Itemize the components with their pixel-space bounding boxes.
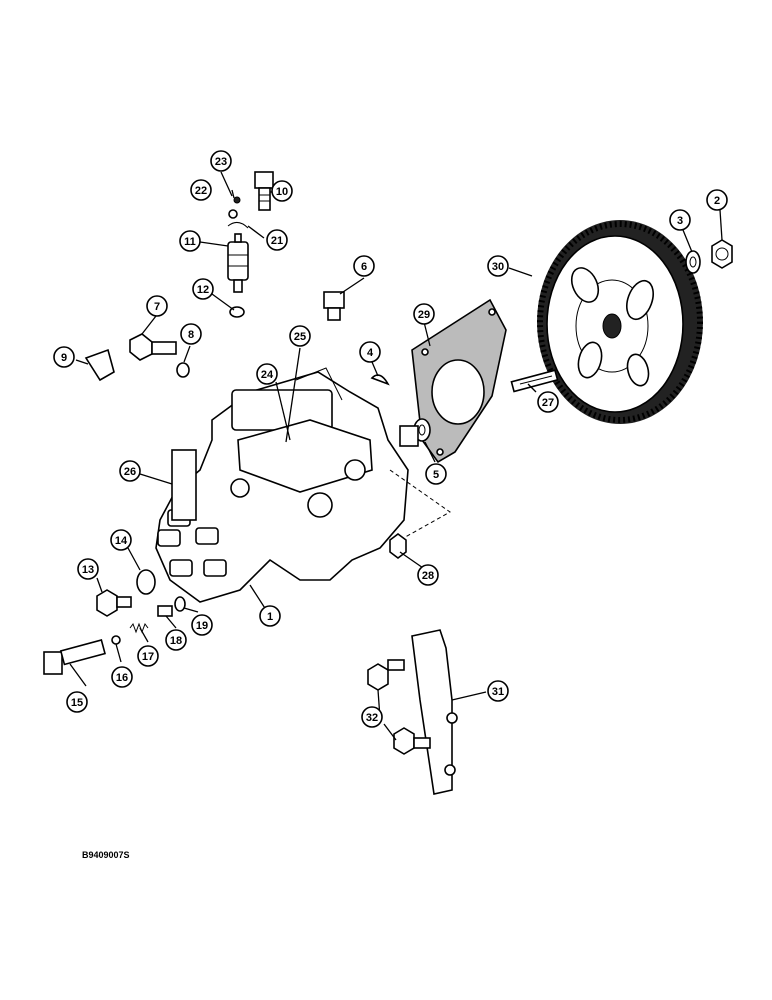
sealing-washer <box>111 635 121 645</box>
callout-10: 10 <box>271 180 293 202</box>
callout-label: 7 <box>154 301 160 313</box>
callout-label: 12 <box>197 284 209 296</box>
gear-washer <box>685 250 701 274</box>
solenoid <box>227 233 249 293</box>
plug-washer <box>136 569 156 595</box>
banjo-bolt <box>254 171 274 211</box>
callout-label: 27 <box>542 397 554 409</box>
callout-31: 31 <box>487 680 509 702</box>
piston <box>157 605 173 617</box>
callout-label: 26 <box>124 466 136 478</box>
callout-label: 29 <box>418 309 430 321</box>
callout-label: 16 <box>116 672 128 684</box>
callout-13: 13 <box>77 558 99 580</box>
callout-label: 1 <box>267 611 273 623</box>
callout-19: 19 <box>191 614 213 636</box>
callout-label: 31 <box>492 686 504 698</box>
bracket-bolt-upper <box>367 659 405 691</box>
gasket <box>411 298 507 464</box>
callout-24: 24 <box>256 363 278 385</box>
leader-lines <box>69 171 723 741</box>
callout-7: 7 <box>146 295 168 317</box>
gear-nut <box>711 239 733 269</box>
callout-label: 24 <box>261 369 274 381</box>
callout-26: 26 <box>119 460 141 482</box>
callout-6: 6 <box>353 255 375 277</box>
retaining-clip <box>227 222 249 229</box>
callout-label: 17 <box>142 651 154 663</box>
piston-o-ring <box>174 596 186 612</box>
small-nut <box>228 209 238 219</box>
callout-15: 15 <box>66 691 88 713</box>
callout-label: 22 <box>195 185 207 197</box>
stud <box>510 369 559 393</box>
callout-label: 14 <box>115 535 128 547</box>
callout-22: 22 <box>190 179 212 201</box>
callout-label: 18 <box>170 635 182 647</box>
callout-2: 2 <box>706 189 728 211</box>
plug <box>96 589 132 617</box>
callout-4: 4 <box>359 341 381 363</box>
drive-gear <box>537 220 703 424</box>
mounting-plate <box>171 449 197 521</box>
bracket <box>84 348 115 382</box>
callout-label: 30 <box>492 261 504 273</box>
callout-label: 4 <box>367 347 374 359</box>
callout-label: 28 <box>422 570 434 582</box>
callout-32: 32 <box>361 706 383 728</box>
callout-label: 3 <box>677 215 683 227</box>
callout-label: 13 <box>82 564 94 576</box>
fitting <box>323 291 345 321</box>
callout-25: 25 <box>289 325 311 347</box>
callout-5: 5 <box>425 463 447 485</box>
callout-14: 14 <box>110 529 132 551</box>
callout-23: 23 <box>210 150 232 172</box>
callout-30: 30 <box>487 255 509 277</box>
figure-code: B9409007S <box>82 850 130 860</box>
injection-pump <box>155 367 451 603</box>
bolt <box>129 333 177 361</box>
callout-8: 8 <box>180 323 202 345</box>
callout-1: 1 <box>259 605 281 627</box>
callout-label: 11 <box>184 236 196 248</box>
callout-9: 9 <box>53 346 75 368</box>
callout-21: 21 <box>266 229 288 251</box>
callout-label: 32 <box>366 712 378 724</box>
callout-label: 2 <box>714 195 720 207</box>
bolt-washer <box>176 362 190 378</box>
callout-28: 28 <box>417 564 439 586</box>
callout-16: 16 <box>111 666 133 688</box>
callout-3: 3 <box>669 209 691 231</box>
callout-label: 9 <box>61 352 67 364</box>
callout-label: 6 <box>361 261 367 273</box>
callout-label: 5 <box>433 469 439 481</box>
callout-12: 12 <box>192 278 214 300</box>
callout-label: 19 <box>196 620 208 632</box>
small-ball <box>233 196 241 204</box>
callout-label: 25 <box>294 331 306 343</box>
callout-11: 11 <box>179 230 201 252</box>
spring <box>129 622 149 634</box>
woodruff-key <box>370 374 390 386</box>
callout-27: 27 <box>537 391 559 413</box>
bracket-bolt-lower <box>393 727 431 755</box>
pump-nut <box>389 533 407 559</box>
bleed-fitting <box>43 639 106 675</box>
callout-label: 23 <box>215 156 227 168</box>
callout-18: 18 <box>165 629 187 651</box>
callout-label: 8 <box>188 329 194 341</box>
callout-label: 15 <box>71 697 83 709</box>
callout-label: 10 <box>276 186 288 198</box>
callout-29: 29 <box>413 303 435 325</box>
callout-17: 17 <box>137 645 159 667</box>
callout-label: 21 <box>271 235 283 247</box>
support-bracket <box>411 629 458 795</box>
